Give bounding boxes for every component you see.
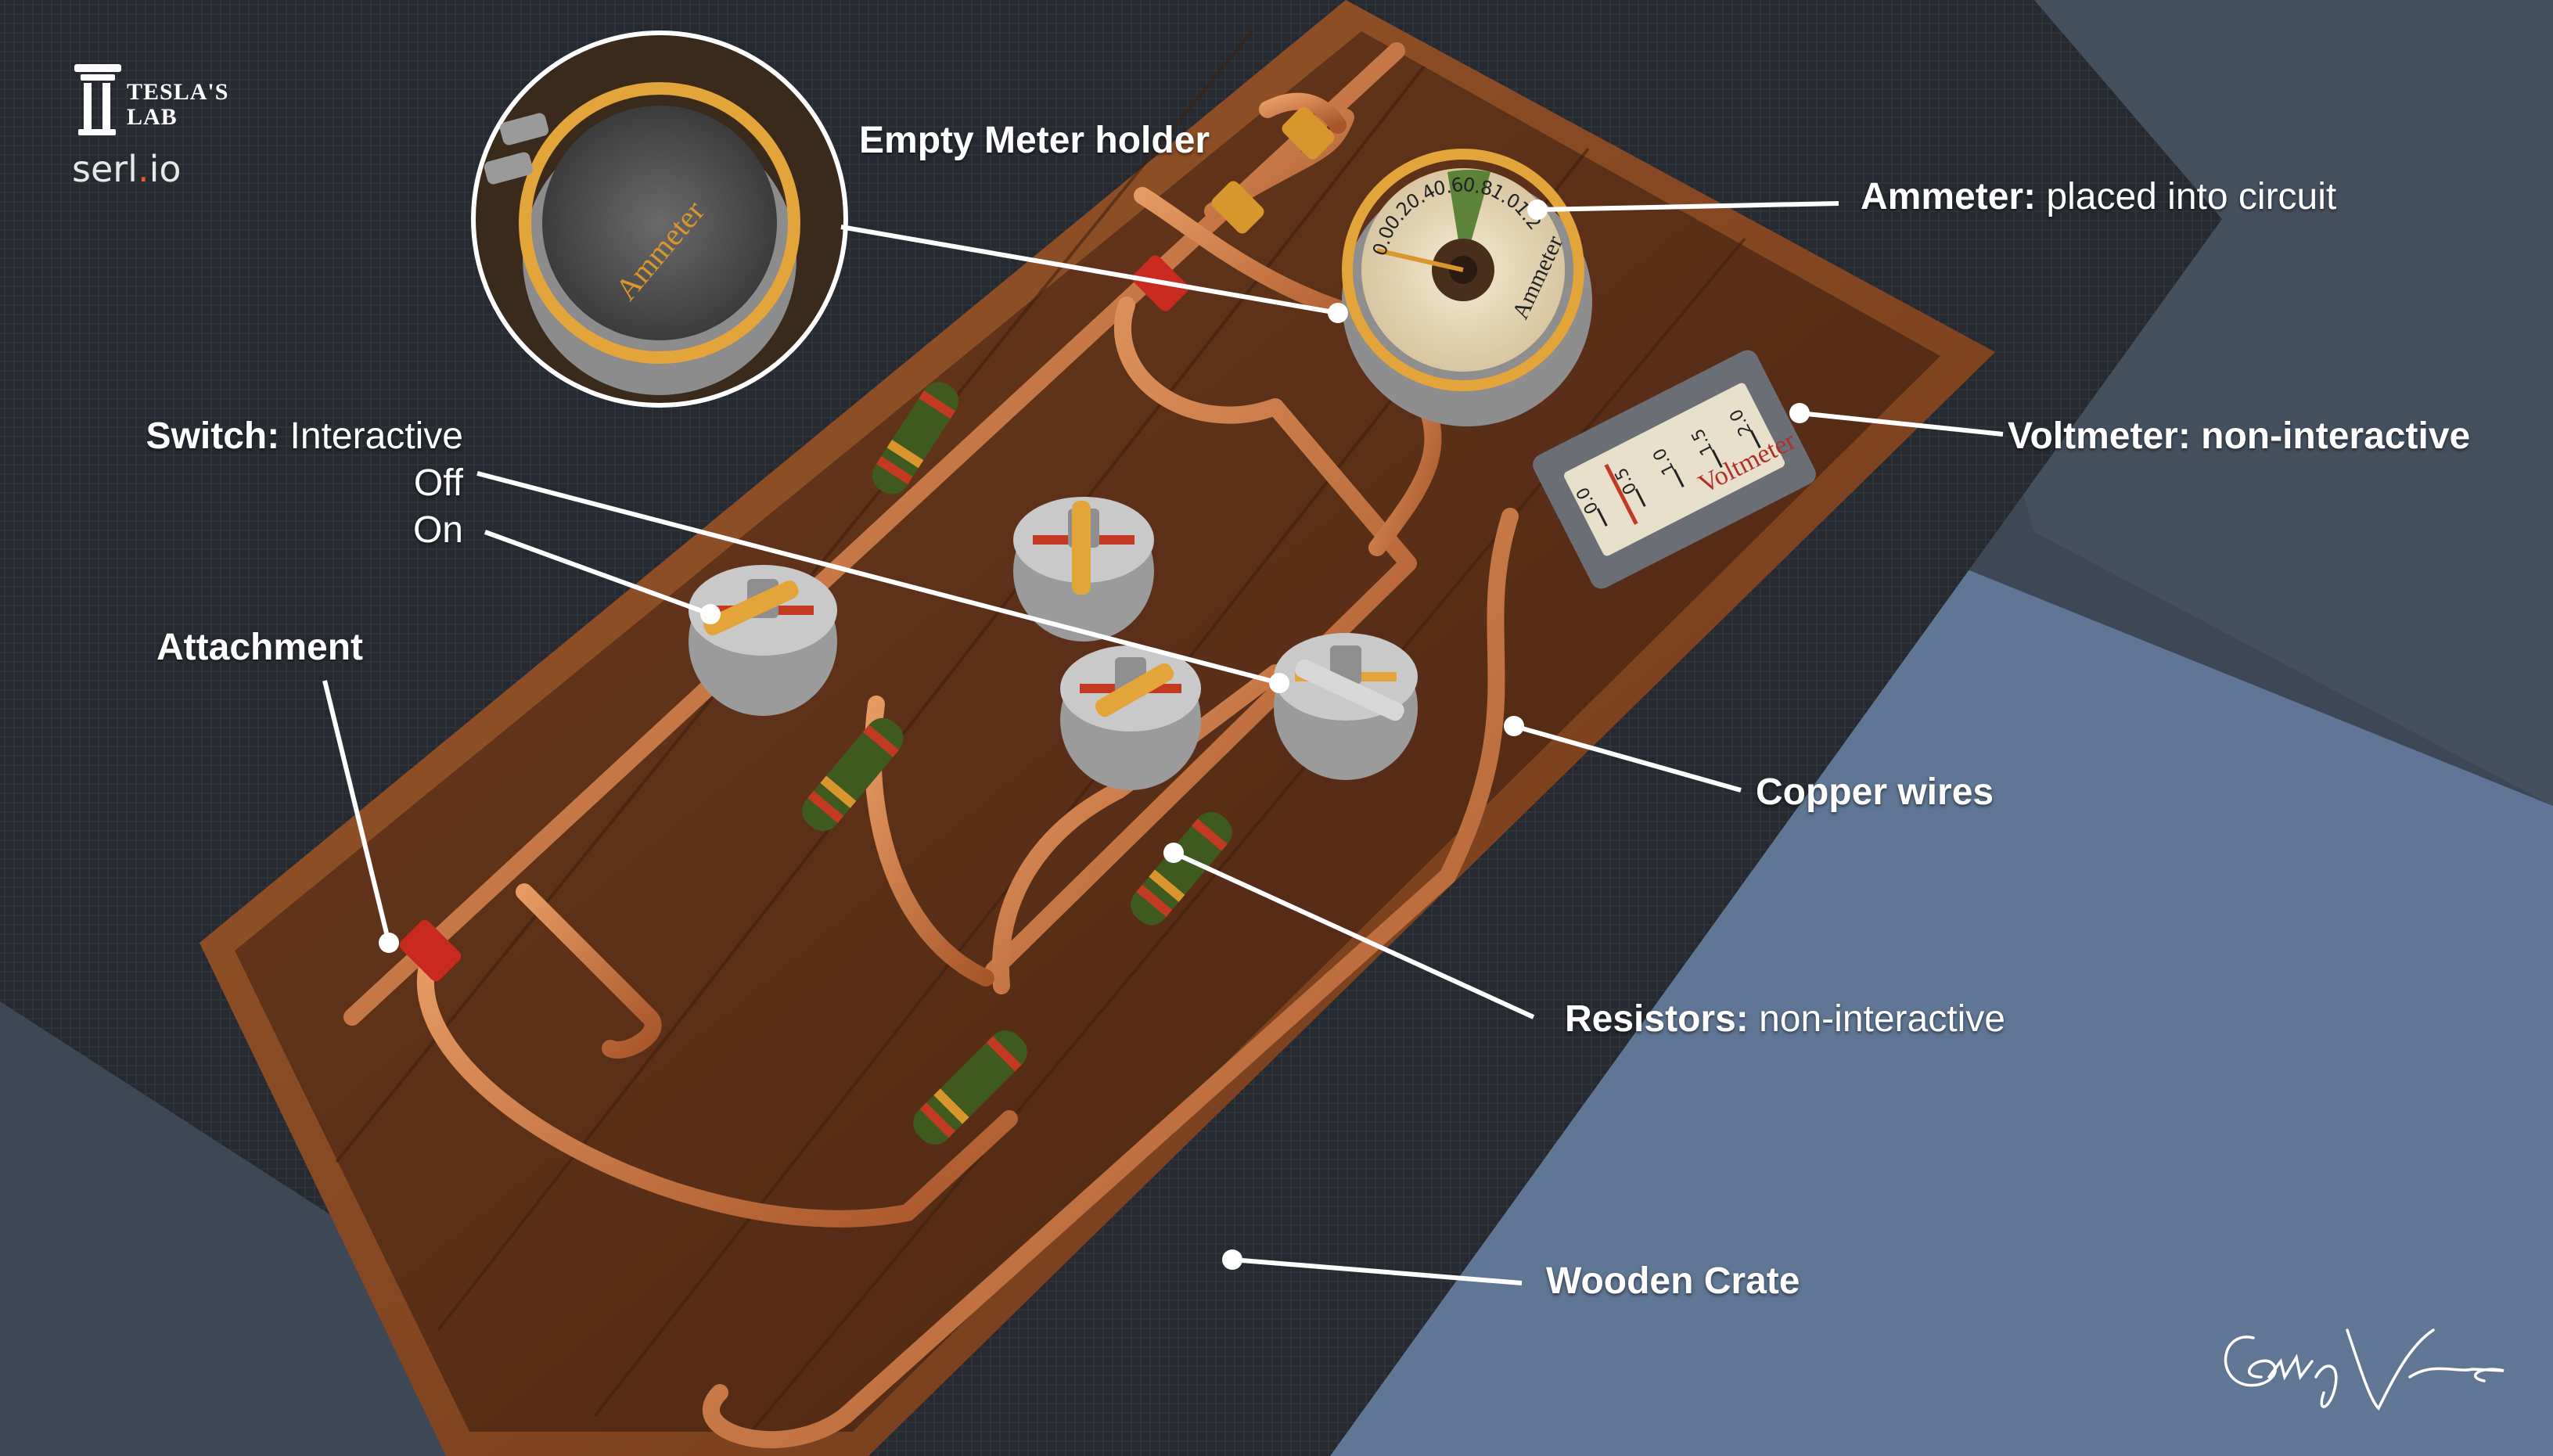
attachment-brass-1: [1211, 181, 1264, 234]
label-attachment-bold: Attachment: [156, 627, 364, 668]
brand-name: serl.io: [72, 149, 182, 189]
brand-dot: .: [137, 148, 149, 190]
label-wooden-crate: Wooden Crate: [1546, 1260, 1800, 1303]
leader-lines: [322, 201, 2004, 1285]
label-attachment: Attachment: [156, 626, 363, 670]
brand-name-main: serl: [72, 148, 138, 190]
label-voltmeter: Voltmeter: non-interactive: [2008, 415, 2470, 458]
voltmeter: 0.00.51.01.52.0 Voltmeter: [1533, 350, 1816, 589]
label-switch-off: Off: [329, 462, 463, 505]
tesla-lab-logo-icon: [74, 64, 121, 135]
logo-text: TESLA'S LAB: [127, 79, 229, 130]
label-switch-regular: Interactive: [279, 415, 463, 457]
voltmeter-tick-mark: [1711, 449, 1723, 468]
label-empty-meter-holder-bold: Empty Meter holder: [859, 120, 1210, 161]
label-ammeter: Ammeter: placed into circuit: [1861, 175, 2336, 219]
voltmeter-tick-mark: [1634, 488, 1646, 507]
leader-dots: [379, 200, 1810, 1270]
resistor-1: [872, 382, 959, 494]
label-switch: Switch: Interactive: [94, 415, 463, 458]
label-switch-off-text: Off: [413, 462, 463, 504]
label-voltmeter-bold: Voltmeter: non-interactive: [2008, 415, 2471, 457]
ammeter-tick-label: 0.8: [1462, 174, 1494, 200]
meter-holder-inset: Ammeter: [471, 31, 848, 408]
label-switch-on-text: On: [412, 509, 463, 551]
resistor-4: [913, 1030, 1027, 1145]
label-ammeter-bold: Ammeter:: [1861, 176, 2037, 218]
switch-off[interactable]: [689, 565, 837, 716]
resistor-2: [802, 717, 904, 832]
resistor-3: [1131, 811, 1232, 926]
switch-3[interactable]: [1060, 645, 1201, 790]
label-ammeter-regular: placed into circuit: [2036, 176, 2337, 218]
voltmeter-tick-mark: [1673, 469, 1685, 487]
label-switch-on: On: [329, 509, 463, 552]
attachment-red: [399, 919, 462, 982]
switch-2[interactable]: [1013, 497, 1154, 642]
label-copper-wires: Copper wires: [1756, 771, 1994, 814]
label-switch-bold: Switch:: [146, 415, 280, 457]
label-resistors-regular: non-interactive: [1748, 998, 2005, 1040]
signature-emily-vandt: [2224, 1328, 2504, 1411]
label-copper-wires-bold: Copper wires: [1756, 771, 1994, 813]
label-resistors: Resistors: non-interactive: [1565, 998, 2005, 1041]
brand-tld: io: [149, 148, 182, 190]
voltmeter-tick-mark: [1749, 430, 1761, 449]
label-empty-meter-holder: Empty Meter holder: [859, 119, 1210, 163]
ammeter: 0.00.20.40.60.81.01.2 Ammeter: [1342, 149, 1592, 426]
attachment-brass-2: [1282, 106, 1335, 160]
switch-on[interactable]: [1274, 633, 1418, 780]
label-resistors-bold: Resistors:: [1565, 998, 1749, 1040]
voltmeter-tick-mark: [1596, 508, 1608, 527]
ammeter-tick-label: 0.6: [1432, 174, 1465, 200]
label-wooden-crate-bold: Wooden Crate: [1546, 1260, 1800, 1302]
